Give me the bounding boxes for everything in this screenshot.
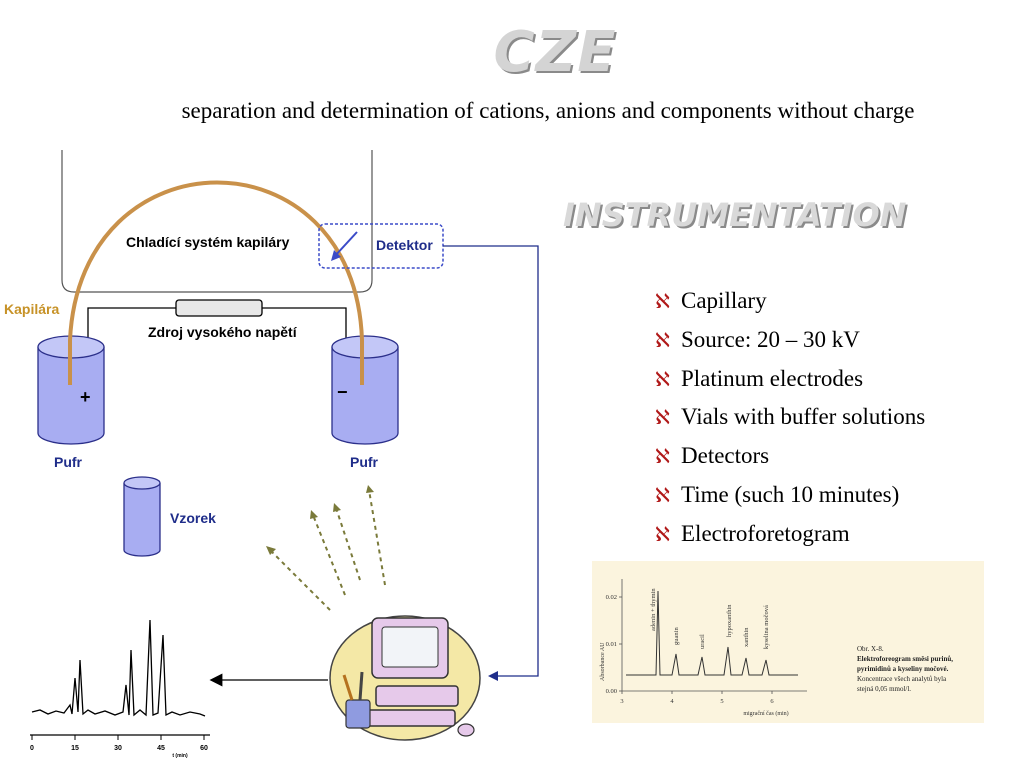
buffer-label-left: Pufr (54, 454, 83, 470)
bullet-marker-icon: ℵ (655, 327, 670, 352)
plus-electrode: + (80, 387, 91, 407)
cooling-system-label: Chladící systém kapiláry (126, 234, 290, 250)
x-tick-label: 15 (71, 745, 79, 752)
section-heading: INSTRUMENTATION (563, 196, 907, 234)
peak-label: hypoxanthin (726, 604, 733, 637)
x-unit-label: t (min) (172, 753, 188, 759)
x-tick-label: 30 (114, 745, 122, 752)
caption-line: pyrimidinů a kyseliny močové. (857, 665, 949, 673)
electroforetogram-figure: 0.02 0.01 0.00 3 4 5 6 Absorbance AU mig… (592, 561, 984, 723)
capillary-label: Kapilára (4, 301, 59, 317)
buffer-label-right: Pufr (350, 454, 379, 470)
x-tick-label: 6 (770, 698, 774, 705)
bullet-marker-icon: ℵ (655, 289, 670, 313)
result-electropherogram: 0 15 30 45 60 t (min) (30, 619, 210, 759)
caption-line: Elektroforeogram směsi purinů, (857, 655, 953, 663)
computer-icon (329, 615, 481, 741)
cze-apparatus-diagram: Chladící systém kapiláry Zdroj vysokého … (4, 150, 539, 759)
y-axis-label: Absorbance AU (600, 642, 606, 681)
y-tick-label: 0.00 (606, 688, 617, 695)
peak-label: xanthin (743, 627, 750, 647)
power-wire (87, 307, 347, 388)
x-tick-label: 3 (620, 698, 623, 705)
capillary-tube (68, 180, 364, 385)
caption-line: Obr. X-8. (857, 645, 884, 653)
bullet-marker-icon: ℵ (655, 521, 670, 546)
sample-label: Vzorek (170, 510, 216, 526)
bullet-marker-icon: ℵ (655, 405, 670, 430)
slide-subtitle: separation and determination of cations,… (181, 98, 915, 123)
detector-arrow (333, 231, 358, 258)
peak-label: adenin + thymin (650, 588, 657, 631)
x-axis-label: migrační čas (min) (743, 710, 788, 717)
power-source-box (175, 299, 263, 317)
bullet-marker-icon: ℵ (655, 482, 670, 507)
bullet-marker-icon: ℵ (655, 444, 670, 469)
peak-label: kyselina močová (763, 605, 770, 649)
peak-label: uracil (699, 634, 706, 649)
minus-electrode: − (337, 382, 348, 402)
x-tick-label: 60 (200, 745, 208, 752)
signal-line (443, 245, 539, 677)
bullet-marker-icon: ℵ (655, 366, 670, 391)
detector-label: Detektor (376, 237, 433, 253)
power-source-label: Zdroj vysokého napětí (148, 324, 298, 340)
x-tick-label: 4 (670, 698, 674, 705)
x-tick-label: 45 (157, 745, 165, 752)
cooling-system-box (61, 150, 373, 293)
x-tick-label: 5 (720, 698, 723, 705)
peak-label: guanin (673, 627, 680, 645)
y-tick-label: 0.02 (606, 594, 617, 601)
x-tick-label: 0 (30, 745, 34, 752)
electroforetogram-trace (626, 590, 798, 676)
y-tick-label: 0.01 (606, 641, 617, 648)
caption-line: Koncentrace všech analytů byla (857, 675, 947, 683)
buffer-vial-right (331, 335, 399, 445)
caption-line: stejná 0,05 mmol/l. (857, 685, 911, 693)
slide-title: CZE (493, 20, 617, 85)
sample-vial (123, 476, 161, 557)
migration-arrows (269, 489, 386, 611)
